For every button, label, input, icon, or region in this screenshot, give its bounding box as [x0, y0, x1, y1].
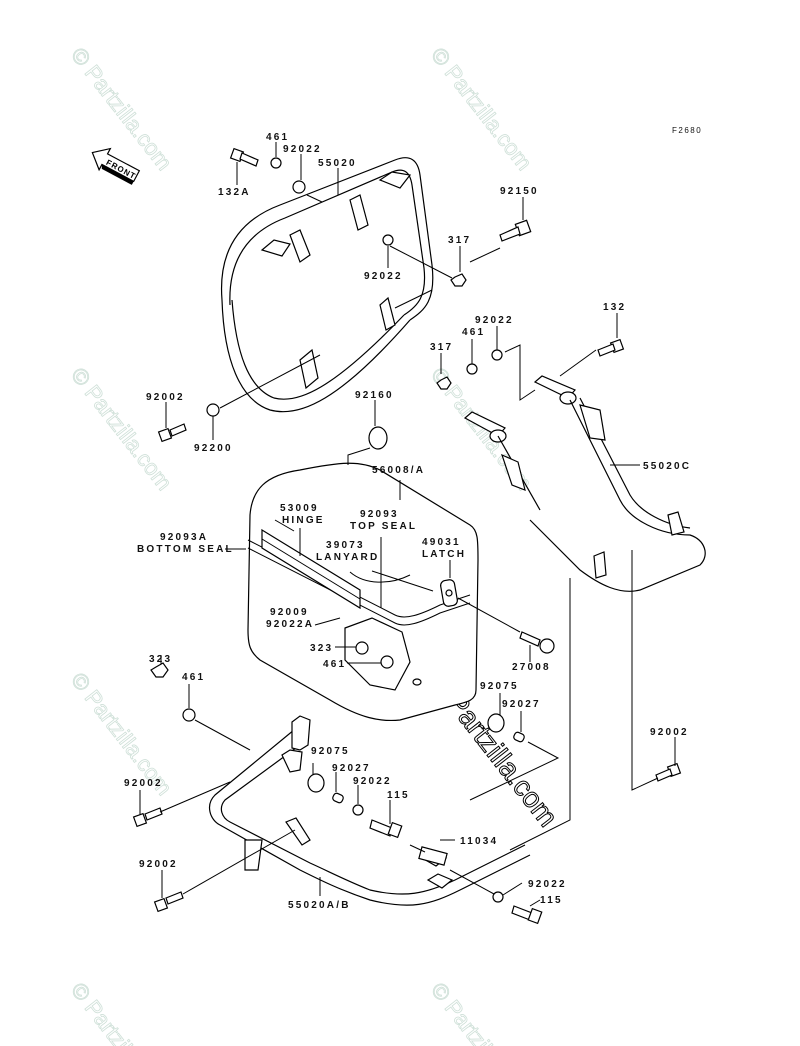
right-rack-55020C	[463, 375, 706, 592]
part-label: 92002	[650, 727, 689, 738]
plate-icon	[418, 846, 448, 866]
part-label: 92075	[480, 681, 519, 692]
part-label: 49031	[422, 537, 461, 548]
part-label: 323	[310, 643, 333, 654]
nut-icon	[150, 662, 169, 678]
part-label: 92002	[146, 392, 185, 403]
part-label: 92022	[283, 144, 322, 155]
front-arrow-icon: FRONT	[91, 147, 141, 185]
part-label: 461	[462, 327, 485, 338]
washer-icon	[466, 363, 478, 375]
part-label: LANYARD	[316, 552, 379, 563]
bolt-icon	[655, 762, 682, 782]
part-label: 92150	[500, 186, 539, 197]
part-label: TOP SEAL	[350, 521, 417, 532]
part-label: 92200	[194, 443, 233, 454]
washer-icon	[382, 234, 394, 246]
part-label: 317	[448, 235, 471, 246]
watermark: © Partzilla.com	[426, 978, 537, 1046]
part-label: 115	[540, 895, 563, 906]
collar-icon	[332, 792, 344, 804]
watermark: © Partzilla.com	[426, 43, 537, 175]
part-label: 39073	[326, 540, 365, 551]
bolt-icon	[369, 819, 403, 839]
part-labels: 132A 461 92022 55020 92150 317 92022 132…	[124, 132, 691, 911]
part-label: 92002	[139, 859, 178, 870]
part-label: 92022	[364, 271, 403, 282]
part-label: 11034	[460, 836, 498, 847]
part-label: 92093	[360, 509, 399, 520]
watermark: © Partzilla.com	[66, 43, 177, 175]
bolt-icon	[499, 219, 532, 242]
washer-icon	[292, 180, 306, 194]
collar-icon	[513, 731, 525, 743]
washer-icon	[491, 349, 503, 361]
washer-icon	[352, 804, 364, 816]
part-label: 461	[266, 132, 289, 143]
part-label: 92022	[528, 879, 567, 890]
fasteners	[132, 147, 682, 925]
key-icon	[519, 631, 555, 654]
part-label: 115	[387, 790, 410, 801]
watermark: © Partzilla.com	[66, 363, 177, 495]
part-label: 317	[430, 342, 453, 353]
washer-icon	[182, 708, 196, 722]
part-label: 92160	[355, 390, 394, 401]
figure-code: F2680	[672, 126, 702, 135]
part-label: 92009	[270, 607, 309, 618]
bolt-icon	[132, 807, 163, 828]
grommet-icon	[487, 713, 505, 733]
part-label: 92075	[311, 746, 350, 757]
washer-icon	[206, 403, 220, 417]
part-label: 132A	[218, 187, 251, 198]
part-label: 323	[149, 654, 172, 665]
grommet-icon	[307, 773, 325, 793]
part-label: 461	[182, 672, 205, 683]
part-label: 55020C	[643, 461, 691, 472]
part-label: 461	[323, 659, 346, 670]
nut-icon	[450, 273, 467, 287]
bolt-icon	[153, 891, 184, 913]
upper-rack-55020	[220, 157, 434, 413]
part-label: BOTTOM SEAL	[137, 544, 234, 555]
part-label: 27008	[512, 662, 551, 673]
watermark: © Partzilla.com	[66, 978, 177, 1046]
part-label: HINGE	[282, 515, 325, 526]
saddlebag-case	[247, 462, 479, 722]
part-label: 92027	[502, 699, 541, 710]
part-label: 55020	[318, 158, 357, 169]
part-label: 92027	[332, 763, 371, 774]
part-label: 56008/A	[372, 465, 425, 476]
bolt-icon	[229, 147, 259, 167]
part-label: 132	[603, 302, 626, 313]
washer-icon	[492, 891, 504, 903]
part-label: 55020A/B	[288, 900, 351, 911]
bolt-icon	[157, 423, 187, 443]
grommet-icon	[368, 426, 388, 450]
part-label: 53009	[280, 503, 319, 514]
part-label: LATCH	[422, 549, 466, 560]
bolt-icon	[597, 338, 625, 357]
bolt-icon	[511, 905, 543, 925]
part-label: 92022	[353, 776, 392, 787]
part-label: 92022	[475, 315, 514, 326]
part-label: 92022A	[266, 619, 314, 630]
washer-icon	[270, 157, 282, 169]
leader-lines	[139, 142, 676, 907]
part-label: 92002	[124, 778, 163, 789]
part-label: 92093A	[160, 532, 208, 543]
nut-icon	[436, 376, 452, 390]
